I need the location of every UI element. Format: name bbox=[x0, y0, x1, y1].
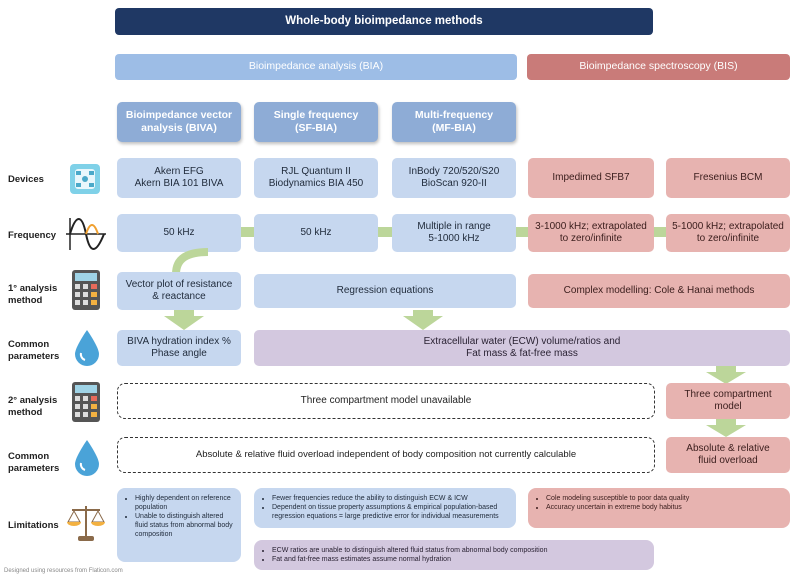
limitation-item: Highly dependent on reference population bbox=[135, 494, 233, 512]
water-drop-icon bbox=[72, 328, 102, 368]
water-drop-icon bbox=[72, 438, 102, 478]
limitations-shared: ECW ratios are unable to distinguish alt… bbox=[254, 540, 654, 570]
frequency-impedimed: 3-1000 kHz; extrapolated to zero/infinit… bbox=[528, 214, 654, 252]
analysis2-bis: Three compartment model bbox=[666, 383, 790, 419]
method-mf-bia: Multi-frequency (MF-BIA) bbox=[392, 102, 516, 142]
frequency-fresenius: 5-1000 kHz; extrapolated to zero/infinit… bbox=[666, 214, 790, 252]
common2-bis: Absolute & relative fluid overload bbox=[666, 437, 790, 473]
devices-icon bbox=[66, 160, 104, 198]
curved-arrow bbox=[172, 248, 209, 274]
frequency-sf-bia: 50 kHz bbox=[254, 214, 378, 252]
common1-biva: BIVA hydration index % Phase angle bbox=[117, 330, 241, 366]
down-arrow-bia bbox=[403, 310, 443, 330]
limitation-item: Accuracy uncertain in extreme body habit… bbox=[546, 503, 689, 512]
connector-frequency-2 bbox=[378, 227, 393, 237]
sine-wave-icon bbox=[64, 214, 108, 254]
limitation-item: Dependent on tissue property assumptions… bbox=[272, 503, 508, 521]
analysis1-bis: Complex modelling: Cole & Hanai methods bbox=[528, 274, 790, 308]
frequency-biva: 50 kHz bbox=[117, 214, 241, 252]
bia-group-header: Bioimpedance analysis (BIA) bbox=[115, 54, 517, 80]
footer-credit: Designed using resources from Flaticon.c… bbox=[4, 568, 123, 574]
device-biva: Akern EFG Akern BIA 101 BIVA bbox=[117, 158, 241, 198]
common1-others: Extracellular water (ECW) volume/ratios … bbox=[254, 330, 790, 366]
device-impedimed: Impedimed SFB7 bbox=[528, 158, 654, 198]
analysis2-unavailable: Three compartment model unavailable bbox=[117, 383, 655, 419]
row-label-common2: Common parameters bbox=[8, 451, 60, 474]
diagram-title: Whole-body bioimpedance methods bbox=[115, 8, 653, 35]
frequency-mf-bia: Multiple in range 5-1000 kHz bbox=[392, 214, 516, 252]
down-arrow-bis-2 bbox=[706, 419, 746, 437]
method-sf-bia: Single frequency (SF-BIA) bbox=[254, 102, 378, 142]
device-mf-bia: InBody 720/520/S20 BioScan 920-II bbox=[392, 158, 516, 198]
analysis1-biva: Vector plot of resistance & reactance bbox=[117, 272, 241, 310]
calculator-icon bbox=[70, 268, 102, 312]
row-label-frequency: Frequency bbox=[8, 230, 57, 242]
analysis1-bia: Regression equations bbox=[254, 274, 516, 308]
limitations-bia: Fewer frequencies reduce the ability to … bbox=[254, 488, 516, 528]
row-label-analysis1: 1° analysis method bbox=[8, 283, 58, 306]
down-arrow-biva bbox=[164, 310, 204, 330]
row-label-common1: Common parameters bbox=[8, 339, 60, 362]
calculator-icon bbox=[70, 380, 102, 424]
down-arrow-bis bbox=[706, 366, 746, 384]
row-label-devices: Devices bbox=[8, 174, 44, 186]
connector-frequency-1 bbox=[241, 227, 255, 237]
row-label-analysis2: 2° analysis method bbox=[8, 395, 58, 418]
connector-frequency-3 bbox=[516, 227, 528, 237]
limitations-bis: Cole modeling susceptible to poor data q… bbox=[528, 488, 790, 528]
limitation-item: Unable to distinguish altered fluid stat… bbox=[135, 512, 233, 539]
limitation-item: ECW ratios are unable to distinguish alt… bbox=[272, 546, 547, 555]
common2-unavailable: Absolute & relative fluid overload indep… bbox=[117, 437, 655, 473]
device-sf-bia: RJL Quantum II Biodynamics BIA 450 bbox=[254, 158, 378, 198]
device-fresenius: Fresenius BCM bbox=[666, 158, 790, 198]
method-biva: Bioimpedance vector analysis (BIVA) bbox=[117, 102, 241, 142]
scales-icon bbox=[64, 500, 108, 544]
limitation-item: Fewer frequencies reduce the ability to … bbox=[272, 494, 508, 503]
row-label-limitations: Limitations bbox=[8, 520, 59, 532]
bis-group-header: Bioimpedance spectroscopy (BIS) bbox=[527, 54, 790, 80]
limitation-item: Cole modeling susceptible to poor data q… bbox=[546, 494, 689, 503]
connector-frequency-4 bbox=[654, 227, 666, 237]
limitations-biva: Highly dependent on reference population… bbox=[117, 488, 241, 562]
limitation-item: Fat and fat-free mass estimates assume n… bbox=[272, 555, 547, 564]
